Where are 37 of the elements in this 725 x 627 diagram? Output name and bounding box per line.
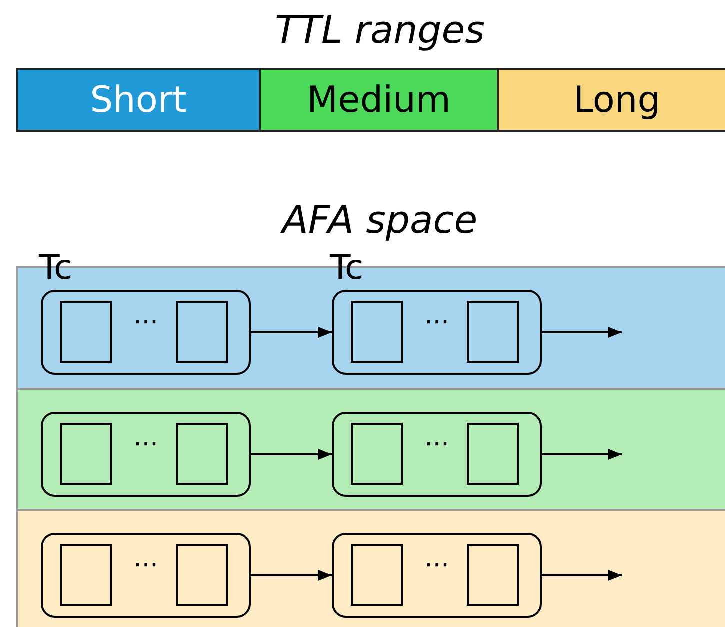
item-box <box>351 301 403 363</box>
heading: TTL ranges <box>274 8 486 52</box>
item-box <box>351 544 403 606</box>
ellipsis: ··· <box>132 308 160 338</box>
range-segment: Short <box>16 68 261 132</box>
item-box <box>351 423 403 485</box>
band <box>16 388 725 511</box>
ellipsis: ··· <box>424 308 450 338</box>
item-box <box>60 301 112 363</box>
group-label: Tc <box>330 248 364 288</box>
item-box <box>467 301 519 363</box>
arrow <box>542 570 622 582</box>
ellipsis: ··· <box>424 430 450 460</box>
band <box>16 509 725 627</box>
group-box <box>332 533 542 618</box>
group-box <box>41 533 251 618</box>
group-box <box>41 412 251 497</box>
item-box <box>467 544 519 606</box>
arrow <box>251 570 332 582</box>
heading: AFA space <box>280 198 479 242</box>
arrow <box>542 448 622 460</box>
arrow <box>251 326 332 338</box>
item-box <box>60 544 112 606</box>
ellipsis: ··· <box>132 551 160 581</box>
group-label: Tc <box>39 248 73 288</box>
group-box <box>332 412 542 497</box>
range-segment: Long <box>497 68 725 132</box>
item-box <box>176 423 228 485</box>
arrow <box>542 326 622 338</box>
ellipsis: ··· <box>424 551 450 581</box>
range-segment: Medium <box>259 68 499 132</box>
item-box <box>176 544 228 606</box>
item-box <box>60 423 112 485</box>
item-box <box>467 423 519 485</box>
item-box <box>176 301 228 363</box>
arrow <box>251 448 332 460</box>
ellipsis: ··· <box>132 430 160 460</box>
